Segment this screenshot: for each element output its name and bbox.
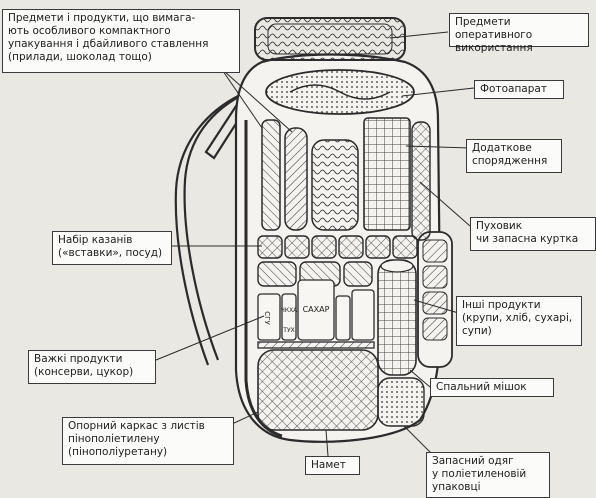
label-heavy-food: Важкі продукти (консерви, цукор) — [28, 350, 156, 384]
label-pots-set: Набір казанів («вставки», посуд) — [52, 231, 172, 265]
fragile-items-pack — [262, 120, 280, 230]
label-quick-access-items: Предмети оперативного використання — [449, 13, 589, 47]
label-tent: Намет — [305, 456, 360, 475]
down-jacket-roll — [412, 122, 430, 240]
label-camera: Фотоапарат — [474, 80, 564, 99]
extra-gear-box — [364, 118, 410, 230]
spare-clothes-bag — [378, 378, 424, 426]
thermos — [285, 128, 307, 230]
label-spare-clothes: Запасний одяг у поліетиленовій упаковці — [426, 452, 550, 498]
label-down-jacket: Пуховик чи запасна куртка — [470, 217, 596, 251]
can-label-1: СГУ — [263, 311, 271, 325]
label-other-food: Інші продукти (крупи, хліб, сухарі, супи… — [456, 296, 582, 346]
can-label-3: ТУХ — [282, 327, 294, 334]
label-sleeping-bag: Спальний мішок — [430, 378, 554, 397]
label-fragile-items: Предмети і продукти, що вимага- ють особ… — [2, 9, 240, 73]
food-bag — [312, 140, 358, 230]
can-label-2: ЧКХА — [281, 307, 298, 314]
label-foam-frame: Опорний каркас з листів пінополіетилену … — [62, 417, 234, 465]
label-extra-gear: Додаткове спорядження — [466, 139, 562, 173]
sleeping-bag — [378, 260, 416, 375]
tent-bundle — [258, 350, 378, 430]
sugar-bag-label: САХАР — [303, 305, 330, 314]
